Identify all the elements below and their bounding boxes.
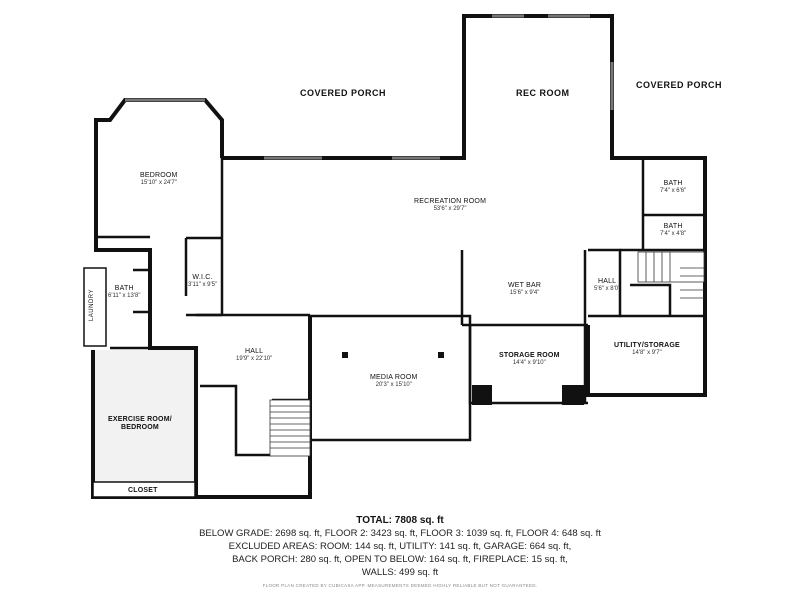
- bedroom-label: BEDROOM 15'10" x 24'7": [140, 172, 178, 187]
- media-room-name: MEDIA ROOM: [370, 374, 418, 381]
- utility-label: UTILITY/STORAGE 14'8" x 9'7": [614, 342, 680, 357]
- summary-line-4: WALLS: 499 sq. ft: [361, 567, 439, 578]
- bedroom-dims: 15'10" x 24'7": [140, 180, 177, 187]
- recreation-room-dims: 53'6" x 29'7": [433, 206, 467, 213]
- bath-left-name: BATH: [114, 285, 134, 292]
- bath-mid-dims: 7'4" x 4'8": [660, 231, 687, 238]
- storage-room-dims: 14'4" x 9'10": [512, 360, 546, 367]
- wet-bar-dims: 15'6" x 9'4": [509, 290, 540, 297]
- covered-porch-right-label: COVERED PORCH: [636, 80, 723, 90]
- bath-left-label: BATH 6'11" x 13'8": [108, 285, 140, 300]
- wic-dims: 3'11" x 9'5": [188, 282, 218, 289]
- bath-top-label: BATH 7'4" x 6'6": [660, 180, 686, 195]
- laundry-closet: [83, 267, 107, 347]
- hall-right-dims: 5'6" x 8'0": [594, 286, 621, 293]
- hall-left-name: HALL: [244, 348, 264, 355]
- summary-line-3: BACK PORCH: 280 sq. ft, OPEN TO BELOW: 1…: [232, 554, 568, 565]
- hall-right-name: HALL: [597, 278, 617, 285]
- stairs-left: [269, 399, 311, 457]
- bath-top-name: BATH: [663, 180, 683, 187]
- total-area: TOTAL: 7808 sq. ft: [356, 515, 444, 526]
- columns: [342, 352, 584, 405]
- hall-right-label: HALL 5'6" x 8'0": [594, 278, 620, 293]
- closet: [92, 481, 196, 498]
- laundry-label: LAUNDRY: [89, 288, 96, 322]
- rec-room-label: REC ROOM: [516, 88, 570, 98]
- stairs-right: [637, 251, 705, 299]
- interior-walls: [96, 158, 705, 457]
- bedroom-name: BEDROOM: [140, 172, 178, 179]
- covered-porch-left-label: COVERED PORCH: [300, 88, 387, 98]
- bath-mid-label: BATH 7'4" x 4'8": [660, 223, 686, 238]
- exercise-room-fill: [93, 350, 195, 482]
- hall-left-dims: 19'9" x 22'10": [236, 356, 273, 363]
- wet-bar-name: WET BAR: [508, 282, 542, 289]
- windows: [125, 14, 614, 160]
- recreation-room-label: RECREATION ROOM 53'6" x 29'7": [414, 198, 486, 213]
- storage-room-label: STORAGE ROOM 14'4" x 9'10": [499, 352, 560, 367]
- bath-mid-name: BATH: [663, 223, 683, 230]
- storage-room-name: STORAGE ROOM: [499, 352, 560, 359]
- wic-label: W.I.C. 3'11" x 9'5": [188, 274, 217, 289]
- exercise-room-line2: BEDROOM: [120, 424, 159, 432]
- media-room-dims: 20'3" x 15'10": [375, 382, 412, 389]
- wic-name: W.I.C.: [192, 274, 213, 281]
- summary-line-2: EXCLUDED AREAS: ROOM: 144 sq. ft, UTILIT…: [228, 541, 572, 552]
- utility-name: UTILITY/STORAGE: [614, 342, 680, 349]
- bath-left-dims: 6'11" x 13'8": [108, 293, 141, 300]
- media-room-label: MEDIA ROOM 20'3" x 15'10": [370, 374, 418, 389]
- recreation-room-name: RECREATION ROOM: [414, 198, 487, 205]
- utility-dims: 14'8" x 9'7": [632, 350, 662, 357]
- exercise-room-line1: EXERCISE ROOM/: [108, 416, 172, 423]
- summary-line-1: BELOW GRADE: 2698 sq. ft, FLOOR 2: 3423 …: [199, 528, 601, 539]
- disclaimer: FLOOR PLAN CREATED BY CUBICASA APP. MEAS…: [262, 583, 538, 588]
- hall-left-label: HALL 19'9" x 22'10": [236, 348, 272, 363]
- bath-top-dims: 7'4" x 6'6": [660, 188, 687, 195]
- wet-bar-label: WET BAR 15'6" x 9'4": [508, 282, 541, 297]
- exercise-room-label: EXERCISE ROOM/ BEDROOM: [108, 416, 172, 432]
- closet-label: CLOSET: [128, 487, 158, 494]
